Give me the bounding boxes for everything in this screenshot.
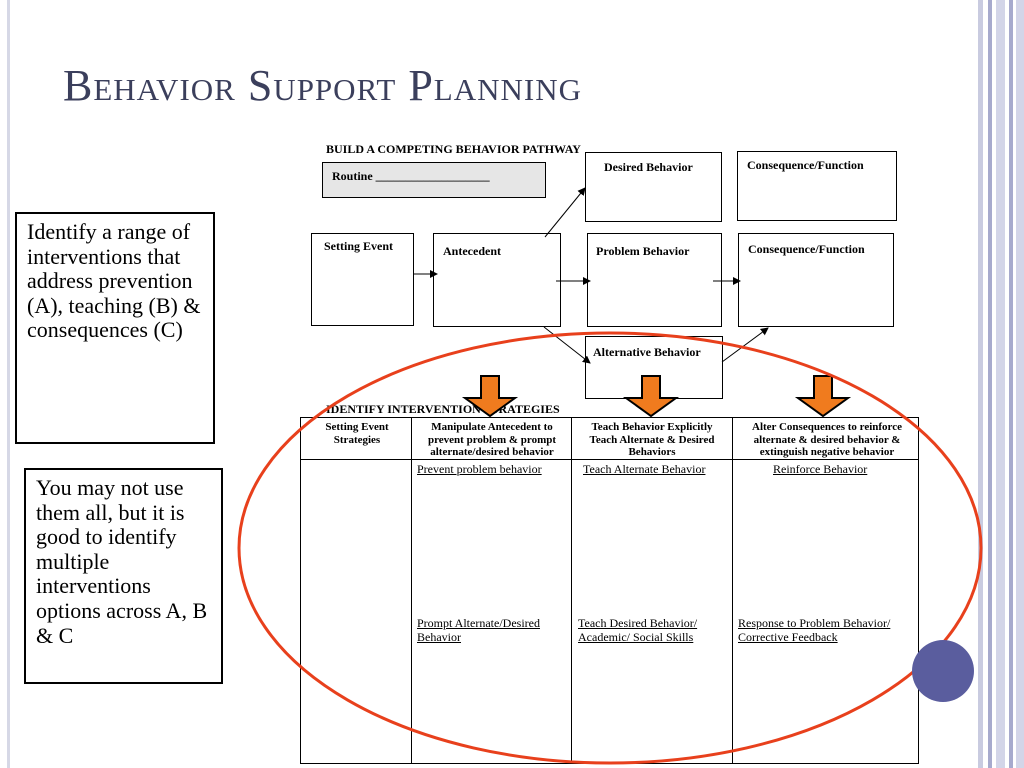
- slide-right-decoration: [978, 0, 1024, 768]
- arrow-down-consequence-icon: [794, 375, 852, 418]
- teach-behavior-header: Teach Behavior Explicitly Teach Alternat…: [589, 421, 715, 458]
- alternative-behavior-box: Alternative Behavior: [585, 336, 723, 399]
- strategies-heading: IDENTIFY INTERVENTION STRATEGIES: [326, 402, 560, 416]
- routine-label: Routine ___________________: [332, 169, 490, 183]
- slide-title: Behavior Support Planning: [63, 61, 582, 110]
- teach-desired-behavior-text: Teach Desired Behavior/ Academic/ Social…: [578, 616, 698, 644]
- setting-event-box: Setting Event: [311, 233, 414, 326]
- alternative-to-consequence-arrow: [721, 327, 769, 363]
- routine-box: Routine ___________________: [322, 162, 546, 198]
- decorative-circle: [912, 640, 974, 702]
- consequence-function-mid-label: Consequence/Function: [748, 242, 865, 256]
- setting-event-strategies-header: Setting Event Strategies: [325, 421, 389, 446]
- prevent-problem-behavior-text: Prevent problem behavior: [417, 462, 542, 476]
- table-col-divider-3: [732, 418, 733, 763]
- consequence-function-mid-box: Consequence/Function: [738, 233, 894, 327]
- prompt-alternate-desired-text: Prompt Alternate/Desired Behavior: [417, 616, 540, 644]
- alternative-behavior-label: Alternative Behavior: [593, 345, 701, 359]
- teach-alternate-behavior-text: Teach Alternate Behavior: [583, 462, 706, 476]
- table-header-divider: [301, 459, 918, 460]
- desired-behavior-label: Desired Behavior: [604, 160, 693, 174]
- desired-behavior-box: Desired Behavior: [585, 152, 722, 222]
- multiple-interventions-note-box: You may not use them all, but it is good…: [24, 468, 223, 684]
- prevention-note-box: Identify a range of interventions that a…: [15, 212, 215, 444]
- table-col-divider-2: [571, 418, 572, 763]
- antecedent-label: Antecedent: [443, 244, 501, 258]
- antecedent-to-alternative-arrow: [543, 326, 591, 364]
- alter-consequences-header: Alter Consequences to reinforce alternat…: [752, 421, 902, 458]
- problem-behavior-box: Problem Behavior: [587, 233, 722, 327]
- pathway-heading: BUILD A COMPETING BEHAVIOR PATHWAY: [326, 142, 581, 156]
- antecedent-box: Antecedent: [433, 233, 561, 327]
- reinforce-behavior-text: Reinforce Behavior: [773, 462, 868, 476]
- table-col-divider-1: [411, 418, 412, 763]
- consequence-function-top-box: Consequence/Function: [737, 151, 897, 221]
- antecedent-to-desired-arrow: [544, 187, 586, 238]
- response-to-problem-behavior-text: Response to Problem Behavior/ Corrective…: [738, 616, 891, 644]
- slide-left-border: [7, 0, 10, 768]
- setting-event-label: Setting Event: [324, 239, 393, 253]
- consequence-function-top-label: Consequence/Function: [747, 158, 864, 172]
- strategies-table: Setting Event Strategies Manipulate Ante…: [300, 417, 919, 764]
- manipulate-antecedent-header: Manipulate Antecedent to prevent problem…: [427, 421, 557, 458]
- problem-behavior-label: Problem Behavior: [596, 244, 690, 258]
